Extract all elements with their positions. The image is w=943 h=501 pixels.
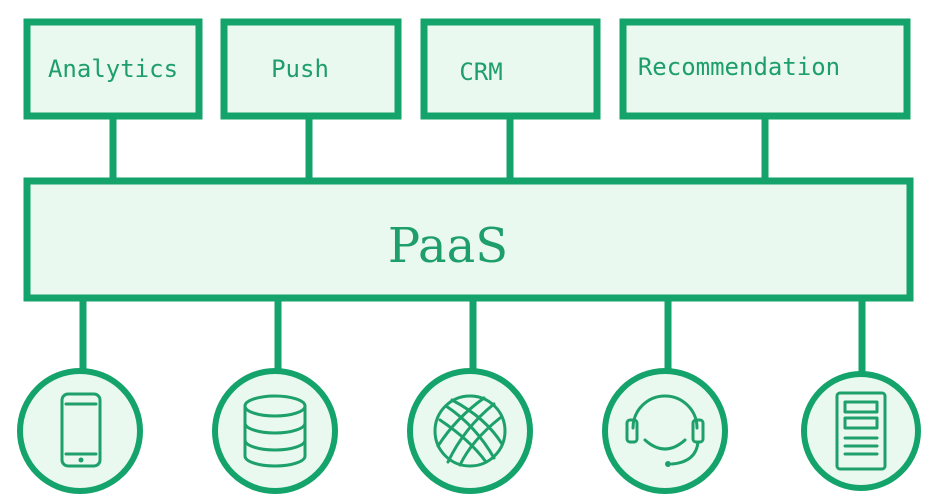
device-circle-1 (17, 368, 143, 494)
headset-icon (625, 394, 705, 467)
service-label-crm: CRM (459, 58, 502, 86)
service-label-push: Push (271, 55, 329, 83)
device-circle-4 (602, 368, 728, 494)
service-recommendation: Recommendation (619, 18, 911, 120)
service-box-push (220, 18, 402, 120)
device-circle-2 (212, 368, 338, 494)
device-headset (602, 368, 728, 494)
service-analytics: Analytics (23, 18, 203, 120)
platform-label: PaaS (388, 218, 508, 274)
globe-icon (433, 394, 507, 468)
device-server (801, 371, 921, 491)
device-globe (407, 368, 533, 494)
device-circle-3 (407, 368, 533, 494)
platform-box (23, 177, 914, 302)
device-smartphone (17, 368, 143, 494)
top-connectors (109, 116, 769, 181)
server-icon (835, 391, 887, 471)
service-label-recommendation: Recommendation (638, 53, 840, 81)
device-database (212, 368, 338, 494)
bottom-connectors (79, 298, 866, 372)
smartphone-icon (60, 392, 102, 468)
service-crm: CRM (420, 18, 601, 120)
service-box-crm (420, 18, 601, 120)
platform-bar: PaaS (23, 177, 914, 302)
database-icon (243, 394, 307, 468)
service-box-recommendation (619, 18, 911, 120)
service-label-analytics: Analytics (48, 55, 178, 83)
service-push: Push (220, 18, 402, 120)
device-circle-5 (801, 371, 921, 491)
service-box-analytics (23, 18, 203, 120)
